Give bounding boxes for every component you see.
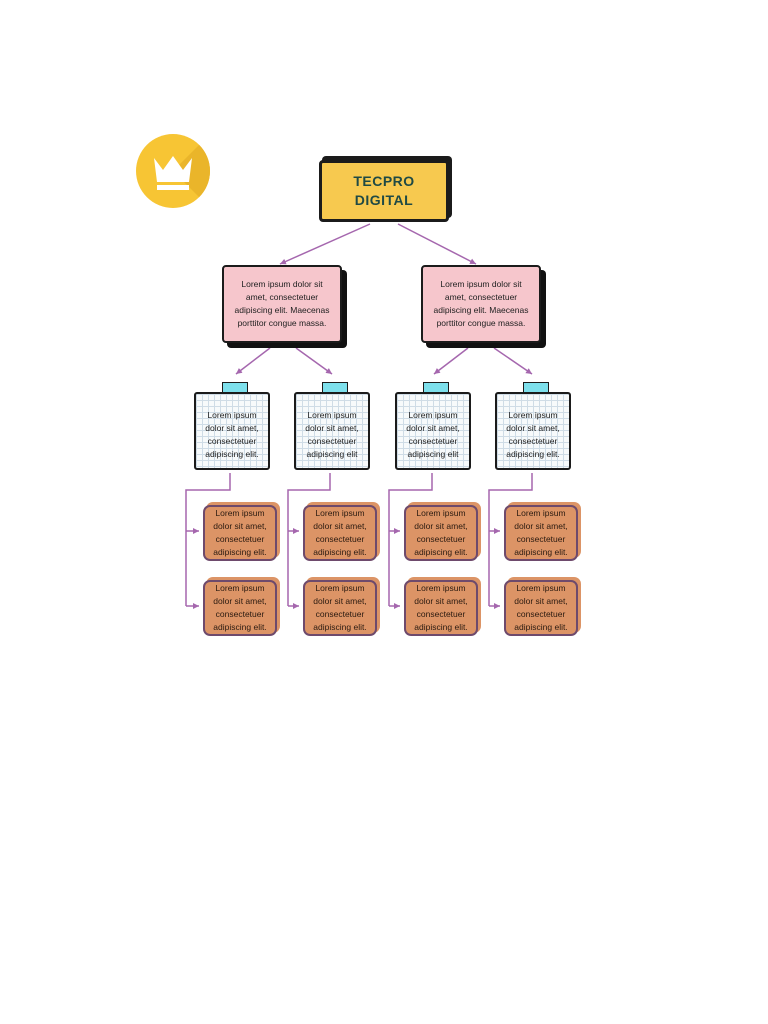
level1-node-left: Lorem ipsum dolor sit amet, consectetuer… [222, 265, 342, 343]
level3-text: Lorem ipsum dolor sit amet, consectetuer… [514, 508, 568, 557]
tape-decoration [423, 382, 449, 400]
level2-text: Lorem ipsum dolor sit amet, consectetuer… [506, 410, 560, 459]
level3-text: Lorem ipsum dolor sit amet, consectetuer… [213, 583, 267, 632]
tape-decoration [222, 382, 248, 400]
level2-text: Lorem ipsum dolor sit amet, consectetuer… [205, 410, 259, 459]
crown-badge [136, 134, 210, 208]
level2-node: Lorem ipsum dolor sit amet, consectetuer… [294, 392, 370, 470]
level1-text: Lorem ipsum dolor sit amet, consectetuer… [234, 279, 330, 328]
tape-decoration [322, 382, 348, 400]
level3-node: Lorem ipsum dolor sit amet, consectetuer… [203, 505, 277, 561]
level3-node: Lorem ipsum dolor sit amet, consectetuer… [404, 580, 478, 636]
tape-decoration [523, 382, 549, 400]
level3-text: Lorem ipsum dolor sit amet, consectetuer… [213, 508, 267, 557]
level3-text: Lorem ipsum dolor sit amet, consectetuer… [414, 583, 468, 632]
level2-node: Lorem ipsum dolor sit amet, consectetuer… [495, 392, 571, 470]
level2-node: Lorem ipsum dolor sit amet, consectetuer… [194, 392, 270, 470]
level3-node: Lorem ipsum dolor sit amet, consectetuer… [404, 505, 478, 561]
level3-text: Lorem ipsum dolor sit amet, consectetuer… [414, 508, 468, 557]
crown-icon [154, 156, 192, 190]
level2-text: Lorem ipsum dolor sit amet, consectetuer… [305, 410, 359, 459]
level3-text: Lorem ipsum dolor sit amet, consectetuer… [313, 583, 367, 632]
root-title: TECPRO DIGITAL [353, 173, 415, 208]
level3-node: Lorem ipsum dolor sit amet, consectetuer… [504, 580, 578, 636]
root-node: TECPRO DIGITAL [319, 160, 449, 222]
level3-node: Lorem ipsum dolor sit amet, consectetuer… [303, 580, 377, 636]
level3-node: Lorem ipsum dolor sit amet, consectetuer… [504, 505, 578, 561]
level2-node: Lorem ipsum dolor sit amet, consectetuer… [395, 392, 471, 470]
level1-node-right: Lorem ipsum dolor sit amet, consectetuer… [421, 265, 541, 343]
level3-node: Lorem ipsum dolor sit amet, consectetuer… [203, 580, 277, 636]
level3-text: Lorem ipsum dolor sit amet, consectetuer… [514, 583, 568, 632]
level3-text: Lorem ipsum dolor sit amet, consectetuer… [313, 508, 367, 557]
level2-text: Lorem ipsum dolor sit amet, consectetuer… [406, 410, 460, 459]
level1-text: Lorem ipsum dolor sit amet, consectetuer… [433, 279, 529, 328]
level3-node: Lorem ipsum dolor sit amet, consectetuer… [303, 505, 377, 561]
